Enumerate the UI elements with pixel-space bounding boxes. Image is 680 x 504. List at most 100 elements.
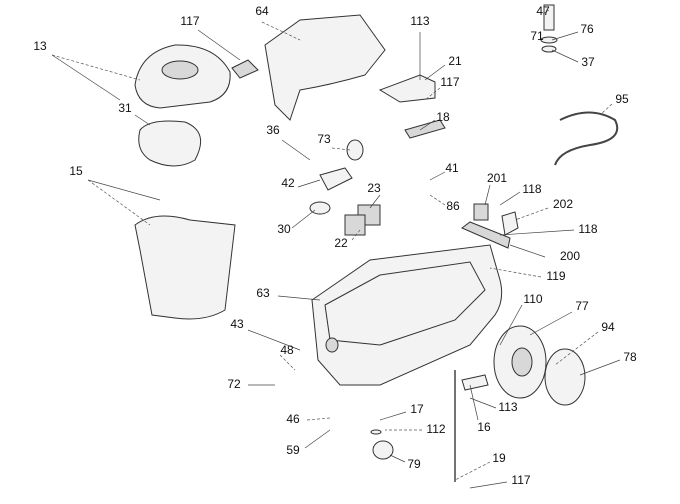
part-202 (501, 211, 519, 236)
leader-line (469, 384, 479, 421)
part-117-top (231, 59, 259, 79)
leader-line (297, 179, 321, 188)
label-86: 86 (446, 199, 460, 213)
label-22: 22 (334, 236, 348, 250)
label-42: 42 (281, 176, 295, 190)
label-37: 37 (581, 55, 595, 69)
part-21 (378, 74, 436, 103)
label-113: 113 (498, 400, 517, 414)
leader-line (87, 179, 151, 226)
leader-line (281, 139, 311, 161)
leader-line (499, 304, 523, 346)
label-23: 23 (367, 181, 381, 195)
leader-line (389, 454, 406, 463)
label-63: 63 (256, 286, 270, 300)
label-21: 21 (448, 54, 462, 68)
label-78: 78 (623, 350, 637, 364)
part-78-cap (544, 348, 586, 406)
label-64: 64 (255, 4, 269, 18)
leader-line (379, 411, 407, 421)
leader-line (279, 354, 296, 371)
part-labels: 117 64 113 47 76 13 71 37 21 31 117 95 1… (33, 4, 637, 487)
leader-line (599, 103, 613, 116)
part-200-bar (461, 221, 511, 249)
label-119: 119 (546, 269, 565, 283)
leader-line (369, 194, 381, 209)
leader-line (304, 429, 331, 449)
label-16: 16 (477, 420, 491, 434)
label-117: 117 (511, 473, 530, 487)
label-13: 13 (33, 39, 47, 53)
leader-line (291, 209, 316, 229)
leader-line (134, 114, 151, 126)
leader-line (197, 29, 241, 61)
leader-line (499, 229, 575, 236)
label-202: 202 (553, 197, 573, 211)
leader-line (509, 244, 546, 258)
part-36-hose-parts (309, 139, 364, 215)
part-95-hose (554, 111, 619, 166)
label-71: 71 (530, 29, 544, 43)
leader-line (579, 359, 621, 376)
leader-line (261, 21, 301, 41)
label-17: 17 (410, 402, 424, 416)
leader-line (51, 54, 141, 81)
part-63-body (311, 244, 503, 386)
part-13-lid (134, 44, 231, 109)
label-117: 117 (440, 75, 459, 89)
label-43: 43 (230, 317, 244, 331)
leader-line (454, 461, 491, 481)
leader-line (87, 179, 161, 201)
leader-line (489, 267, 542, 278)
leader-line (469, 397, 497, 409)
label-15: 15 (69, 164, 83, 178)
leader-line (429, 194, 446, 206)
leader-line (424, 64, 446, 81)
part-31-gasket (138, 120, 202, 167)
label-112: 112 (426, 422, 445, 436)
label-31: 31 (118, 101, 132, 115)
leader-line (551, 31, 579, 41)
leader-line (419, 119, 436, 131)
leader-line (51, 54, 121, 101)
leader-line (351, 229, 361, 241)
leader-line (247, 329, 301, 351)
leader-lines (51, 9, 621, 489)
leader-line (469, 481, 508, 489)
part-22-filter (344, 214, 366, 236)
label-113: 113 (410, 14, 429, 28)
label-18: 18 (436, 110, 450, 124)
label-117: 117 (180, 14, 199, 28)
label-30: 30 (277, 222, 291, 236)
part-18 (404, 119, 446, 139)
label-73: 73 (317, 132, 331, 146)
leader-line (331, 147, 351, 151)
label-47: 47 (536, 4, 550, 18)
leader-line (429, 171, 446, 181)
part-16-axle (461, 374, 489, 391)
label-118: 118 (522, 182, 541, 196)
label-72: 72 (227, 377, 241, 391)
label-59: 59 (286, 443, 300, 457)
leader-line (542, 9, 550, 15)
part-201 (473, 203, 489, 221)
leader-line (499, 191, 521, 206)
leader-line (551, 49, 579, 63)
leader-line (514, 207, 549, 221)
part-47-76-shaft (540, 4, 558, 53)
label-41: 41 (445, 161, 459, 175)
label-94: 94 (601, 320, 615, 334)
label-48: 48 (280, 343, 294, 357)
label-200: 200 (560, 249, 580, 263)
leader-line (529, 311, 573, 336)
label-46: 46 (286, 412, 300, 426)
label-36: 36 (266, 123, 280, 137)
part-79-caster (370, 429, 394, 460)
label-95: 95 (615, 92, 629, 106)
leader-line (424, 87, 441, 101)
part-77-wheel (493, 325, 547, 399)
leader-line (277, 295, 321, 301)
label-118: 118 (578, 222, 597, 236)
